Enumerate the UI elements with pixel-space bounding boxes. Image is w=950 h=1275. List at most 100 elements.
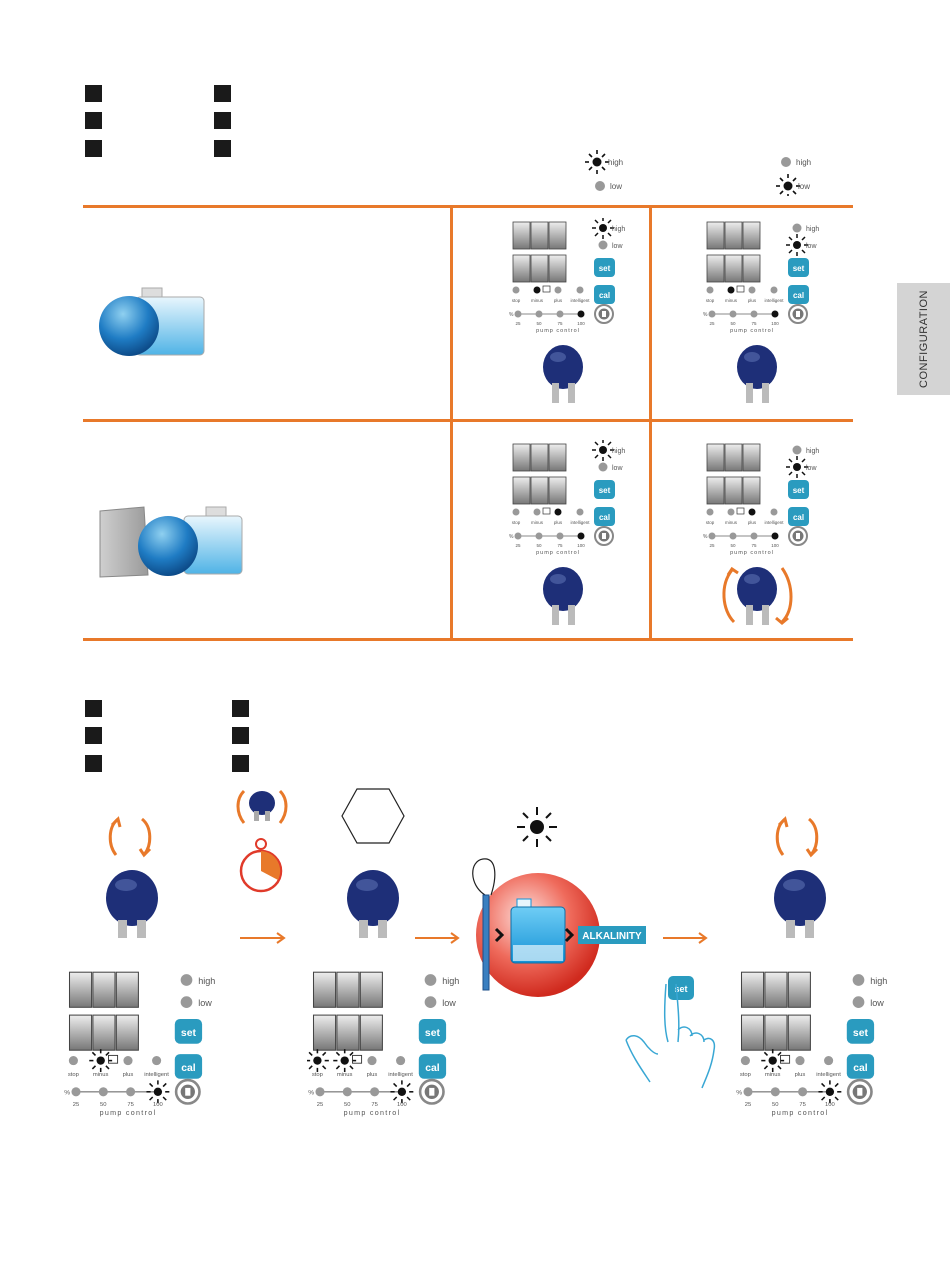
- blink-icon: [585, 150, 609, 174]
- svg-text:25: 25: [709, 543, 715, 548]
- svg-text:plus: plus: [748, 298, 757, 303]
- svg-text:25: 25: [709, 321, 715, 326]
- svg-text:low: low: [198, 998, 212, 1008]
- svg-text:stop: stop: [740, 1072, 751, 1078]
- svg-text:75: 75: [751, 543, 757, 548]
- svg-text:set: set: [425, 1028, 441, 1039]
- svg-text:100: 100: [771, 543, 779, 548]
- blink-icon: [786, 234, 808, 256]
- digit-cell: [764, 971, 788, 1008]
- digit-cell: [724, 254, 743, 283]
- svg-text:cal: cal: [853, 1063, 868, 1074]
- digit-cell: [548, 443, 567, 472]
- svg-text:stop: stop: [706, 520, 715, 525]
- digit-cell: [724, 443, 743, 472]
- digit-cell: [787, 971, 811, 1008]
- svg-text:25: 25: [73, 1102, 80, 1108]
- svg-text:set: set: [853, 1028, 869, 1039]
- set-button-label: set: [674, 984, 687, 994]
- digit-cell: [764, 1014, 788, 1051]
- pump-rotating-small-icon: [236, 789, 288, 824]
- svg-text:cal: cal: [425, 1063, 440, 1074]
- alkalinity-label: ALKALINITY: [582, 931, 642, 942]
- bullet-square: [85, 85, 102, 102]
- svg-text:%: %: [509, 534, 514, 540]
- svg-text:set: set: [793, 486, 805, 495]
- hand-press-set-illustration: set: [625, 976, 716, 1089]
- digit-cell: [92, 1014, 116, 1051]
- bullet-square: [85, 727, 102, 744]
- cal-button: [594, 507, 615, 526]
- svg-text:set: set: [181, 1028, 197, 1039]
- cal-button: [594, 285, 615, 304]
- blink-icon: [761, 1049, 785, 1073]
- svg-text:low: low: [612, 465, 623, 472]
- svg-text:high: high: [796, 158, 811, 167]
- svg-text:minus: minus: [725, 298, 738, 303]
- svg-text:75: 75: [799, 1102, 806, 1108]
- svg-text:intelligent: intelligent: [816, 1072, 841, 1078]
- set-button: [594, 258, 615, 277]
- set-button: [594, 480, 615, 499]
- tank-sphere-illustration: [99, 287, 205, 356]
- bullet-square: [232, 755, 249, 772]
- svg-text:50: 50: [772, 1102, 779, 1108]
- bullet-square: [85, 140, 102, 157]
- cal-button: [788, 285, 809, 304]
- svg-text:100: 100: [577, 321, 585, 326]
- digit-cell: [68, 1014, 93, 1051]
- svg-text:high: high: [612, 226, 625, 233]
- svg-text:high: high: [806, 226, 819, 233]
- svg-text:100: 100: [825, 1102, 836, 1108]
- svg-text:%: %: [64, 1089, 70, 1096]
- bullet-square: [85, 755, 102, 772]
- side-tab-configuration[interactable]: CONFIGURATION: [897, 283, 950, 395]
- digit-cell: [724, 476, 743, 505]
- svg-text:100: 100: [397, 1102, 408, 1108]
- digit-cell: [740, 1014, 765, 1051]
- svg-text:stop: stop: [312, 1072, 323, 1078]
- alkalinity-probe-illustration: ALKALINITY: [472, 858, 646, 997]
- digit-cell: [312, 971, 337, 1008]
- digit-cell: [706, 476, 725, 505]
- svg-text:pump control: pump control: [536, 550, 580, 556]
- digit-cell: [530, 443, 549, 472]
- svg-text:intelligent: intelligent: [144, 1072, 169, 1078]
- blink-icon: [786, 456, 808, 478]
- svg-text:minus: minus: [531, 520, 544, 525]
- blink-icon: [517, 807, 557, 847]
- cal-button: [174, 1054, 203, 1079]
- svg-text:50: 50: [730, 543, 736, 548]
- digit-cell: [530, 254, 549, 283]
- blink-icon: [776, 174, 800, 196]
- stopwatch-icon: [239, 838, 283, 893]
- svg-text:pump control: pump control: [772, 1109, 829, 1117]
- rotation-arrows-icon: [108, 816, 152, 858]
- svg-text:minus: minus: [531, 298, 544, 303]
- digit-cell: [724, 221, 743, 250]
- legend-low-on: high low: [776, 157, 811, 196]
- svg-text:pump control: pump control: [344, 1109, 401, 1117]
- digit-cell: [115, 971, 139, 1008]
- svg-text:plus: plus: [554, 298, 563, 303]
- svg-text:minus: minus: [765, 1072, 781, 1078]
- digit-cell: [336, 971, 360, 1008]
- digit-cell: [115, 1014, 139, 1051]
- svg-text:stop: stop: [512, 298, 521, 303]
- svg-text:plus: plus: [123, 1072, 134, 1078]
- blink-icon: [818, 1080, 842, 1104]
- bullet-square: [85, 700, 102, 717]
- svg-text:intelligent: intelligent: [570, 298, 590, 303]
- svg-text:low: low: [870, 998, 884, 1008]
- bullet-square: [214, 140, 231, 157]
- svg-text:intelligent: intelligent: [570, 520, 590, 525]
- digit-cell: [548, 476, 567, 505]
- digit-cell: [742, 221, 761, 250]
- set-button: [788, 480, 809, 499]
- svg-text:50: 50: [536, 321, 542, 326]
